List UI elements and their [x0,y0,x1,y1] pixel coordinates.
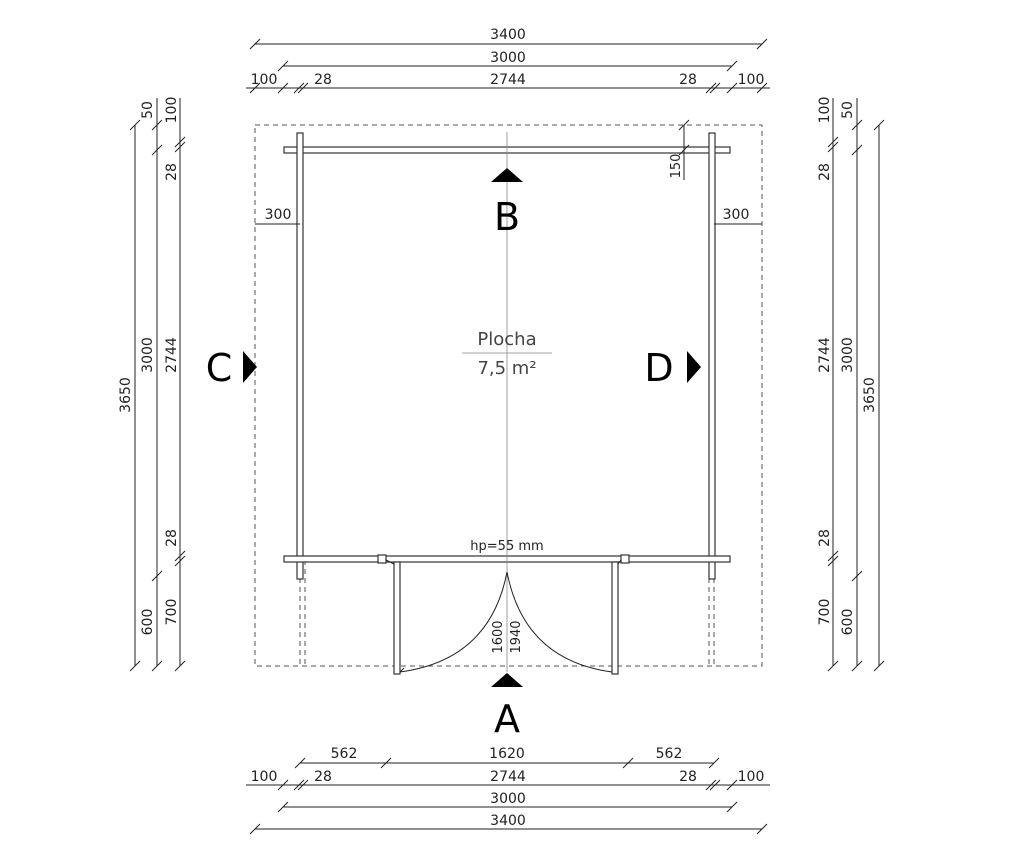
left-interior: 2744 [164,337,180,373]
top-wall-right: 28 [679,72,697,88]
area-label: Plocha [477,329,536,350]
right-top-50: 50 [840,101,856,119]
section-a-label: A [494,697,520,741]
section-b-arrow [491,168,523,182]
bottom-overhang-right: 100 [738,769,765,785]
left-top-100: 100 [164,97,180,124]
right-total-3000: 3000 [840,337,856,373]
right-dimensions: 100 28 2744 28 700 50 3000 600 3650 [817,97,885,672]
top-wall-left: 28 [314,72,332,88]
bottom-door: 1620 [489,746,525,762]
left-wall-bottom: 28 [164,529,180,547]
inner-left-300: 300 [265,207,292,223]
right-porch-600: 600 [840,609,856,636]
right-top-100: 100 [817,97,833,124]
bottom-wall-left: 28 [314,769,332,785]
porch-walls [385,559,622,675]
area-value: 7,5 m² [477,358,536,379]
top-interior: 2744 [490,72,526,88]
bottom-side-left: 562 [331,746,358,762]
left-top-50: 50 [140,101,156,119]
roof-outline [254,124,763,667]
top-dimensions: 3400 3000 100 28 2744 28 100 [246,27,770,94]
top-total-outer: 3400 [490,27,526,43]
inner-dims: 300 300 150 [255,119,762,225]
bottom-dimensions: 562 1620 562 100 28 2744 28 100 3000 340… [246,746,770,835]
bottom-total-outer: 3400 [490,813,526,829]
hp-label: hp=55 mm [470,539,543,554]
section-d-label: D [644,346,673,390]
section-c-arrow [243,351,257,383]
bottom-wall-right: 28 [679,769,697,785]
bottom-interior: 2744 [490,769,526,785]
right-wall-bottom: 28 [817,529,833,547]
top-overhang-left: 100 [251,72,278,88]
left-porch-700: 700 [164,599,180,626]
left-dimensions: 3650 50 3000 600 100 28 2744 28 700 [118,97,186,672]
top-overhang-right: 100 [738,72,765,88]
bottom-total-inner: 3000 [490,791,526,807]
bottom-overhang-left: 100 [251,769,278,785]
left-wall-top: 28 [164,163,180,181]
door-inner-dim: 1600 [491,620,506,653]
left-total-3000: 3000 [140,337,156,373]
beam-150: 150 [669,154,684,179]
bottom-side-right: 562 [656,746,683,762]
section-b-label: B [494,195,520,239]
top-total-inner: 3000 [490,50,526,66]
left-porch-600: 600 [140,609,156,636]
section-a-arrow [491,673,523,687]
right-total-3650: 3650 [862,377,878,413]
left-total-3650: 3650 [118,377,134,413]
right-interior: 2744 [817,337,833,373]
inner-right-300: 300 [723,207,750,223]
door-outer-dim: 1940 [509,620,524,653]
section-d-arrow [687,351,701,383]
right-wall-top: 28 [817,163,833,181]
right-porch-700: 700 [817,599,833,626]
door-swing [399,571,613,673]
section-c-label: C [206,346,233,390]
